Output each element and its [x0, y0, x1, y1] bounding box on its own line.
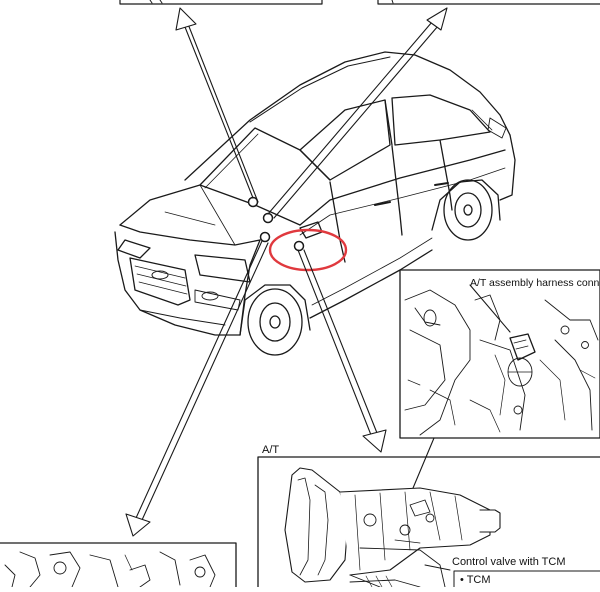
control-valve-label: Control valve with TCM — [452, 556, 566, 568]
leader-arrows — [125, 7, 448, 537]
arrow-line-top-left — [182, 21, 254, 199]
at-label: A/T — [262, 444, 280, 456]
arrow-line-bottom-left — [135, 240, 263, 519]
arrow-line-at — [297, 249, 374, 441]
at-transmission-inset — [257, 456, 600, 588]
location-dot-1 — [247, 196, 259, 208]
arrow-line-top-right — [267, 21, 433, 215]
bottom-left-inset — [0, 542, 237, 588]
location-markers — [247, 196, 305, 252]
location-dot-3 — [259, 231, 271, 243]
top-right-inset-frame — [377, 0, 600, 5]
location-dot-4 — [293, 240, 305, 252]
tcm-label-box — [453, 570, 600, 588]
leader-control-valve — [424, 564, 451, 571]
tcm-item-label: • TCM — [460, 574, 491, 586]
harness-connector-label: A/T assembly harness connector — [470, 277, 600, 289]
top-left-inset-frame — [119, 0, 323, 5]
harness-connector-inset — [399, 269, 600, 439]
highlight-ellipse — [268, 228, 348, 272]
location-dot-2 — [262, 212, 274, 224]
vehicle-illustration — [114, 51, 516, 356]
